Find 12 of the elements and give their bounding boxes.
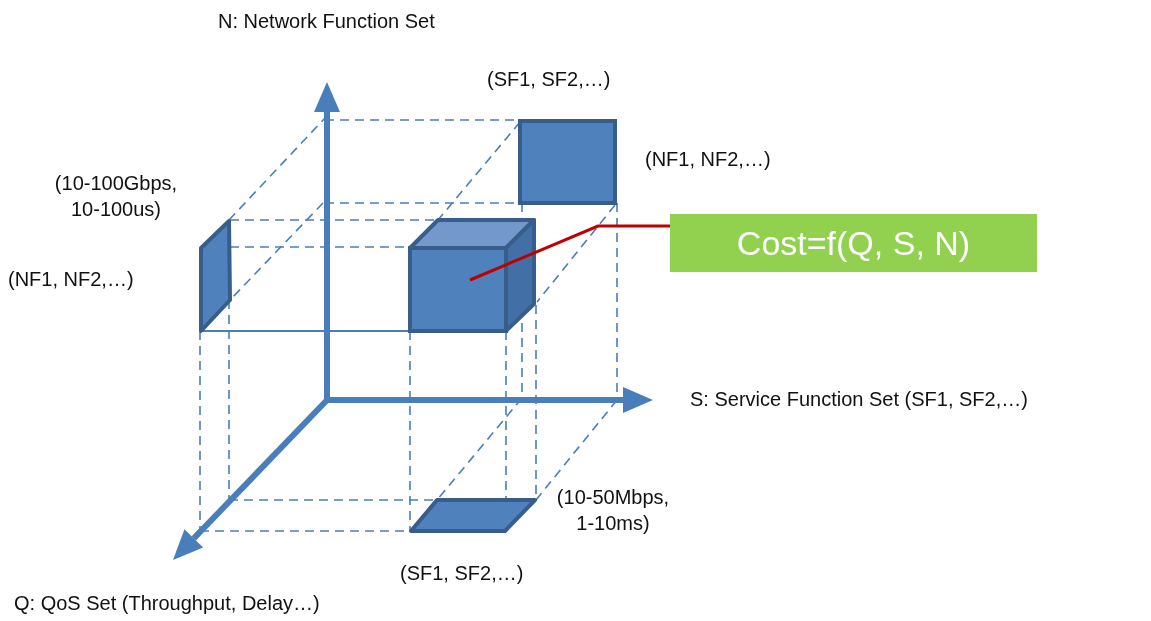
axis-label: S: Service Function Set (SF1, SF2,…) <box>690 387 1028 412</box>
leader-line <box>469 224 670 282</box>
range-label: (10-50Mbps, 1-10ms) <box>555 485 671 536</box>
set-label: (SF1, SF2,…) <box>487 67 611 92</box>
range-label: (10-100Gbps, 10-100us) <box>53 171 179 222</box>
axis-label: N: Network Function Set <box>218 9 435 34</box>
set-label: (SF1, SF2,…) <box>400 561 524 586</box>
set-label: (NF1, NF2,…) <box>8 267 134 292</box>
axis-label: Q: QoS Set (Throughput, Delay…) <box>14 591 320 616</box>
cube-shape <box>408 218 536 333</box>
formula-box: Cost=f(Q, S, N) <box>670 214 1037 272</box>
set-label: (NF1, NF2,…) <box>645 147 771 172</box>
